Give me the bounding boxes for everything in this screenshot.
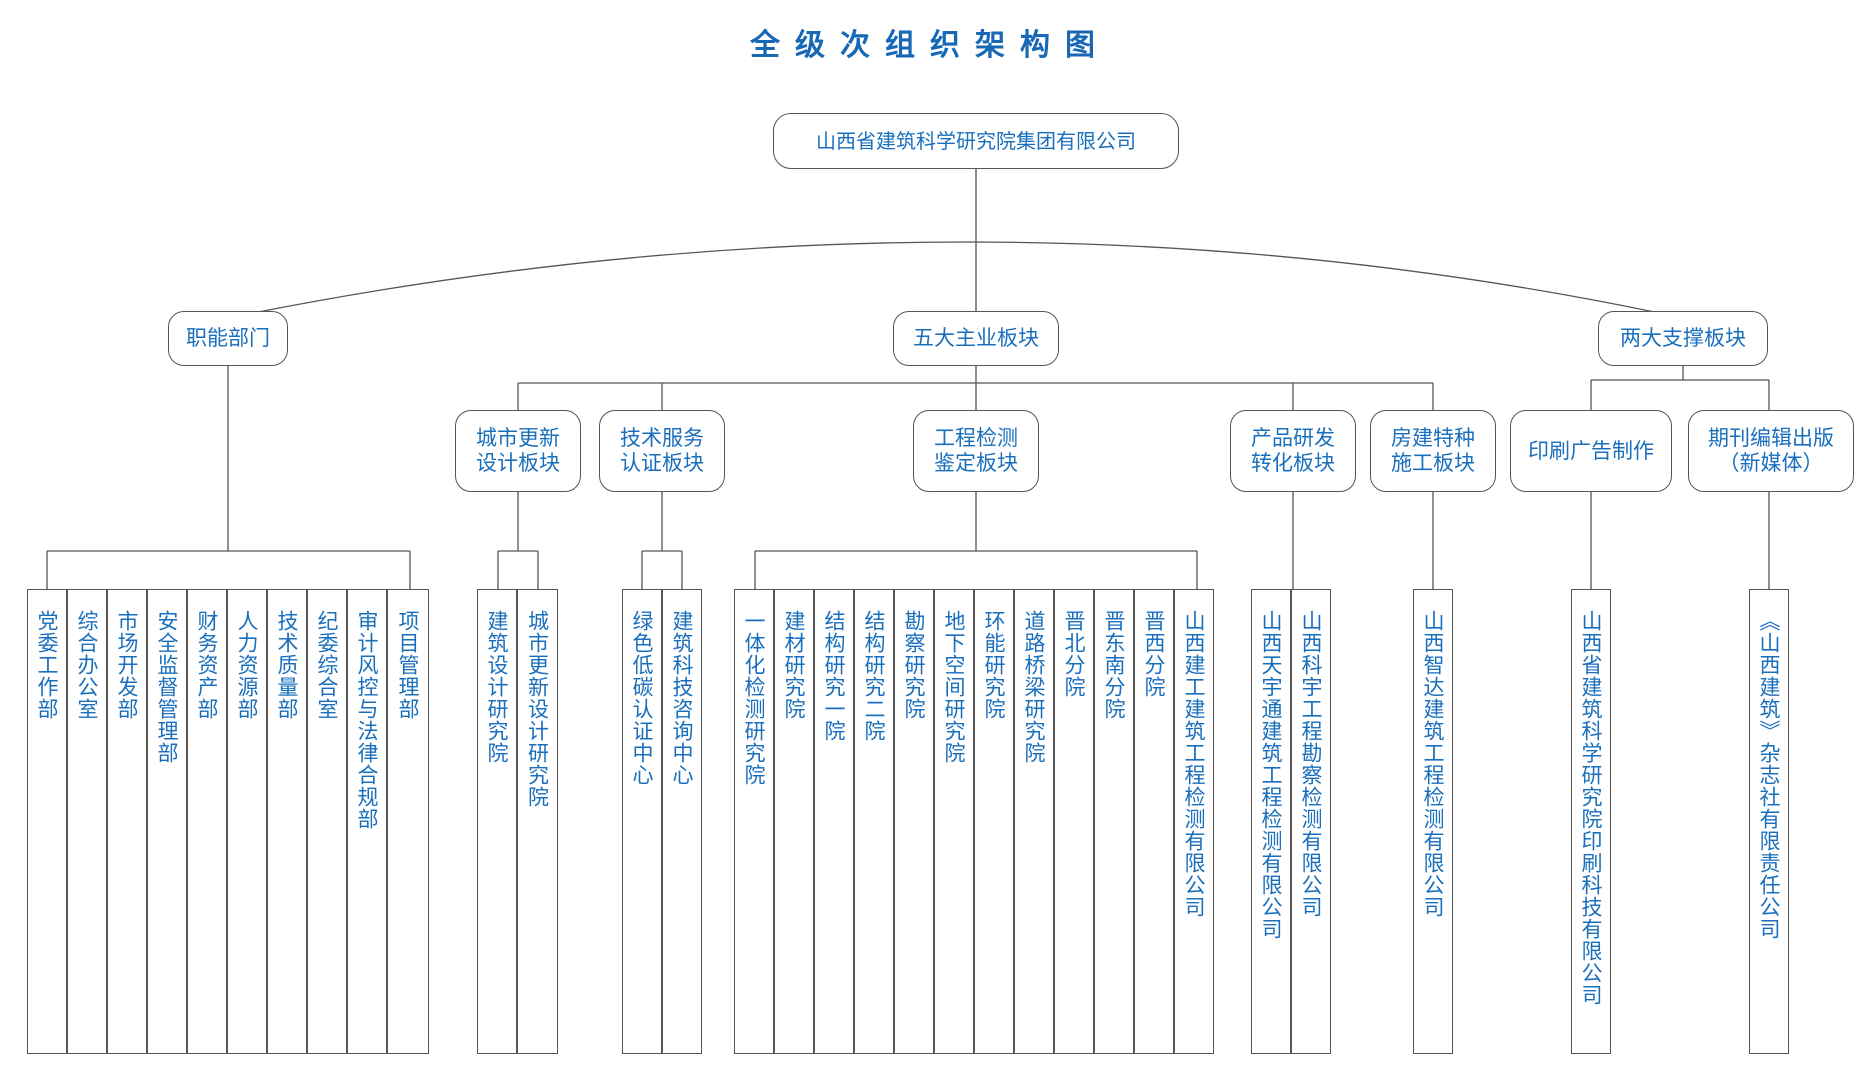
sector-inspect-line1: 工程检测 <box>934 426 1018 450</box>
leaf-journal-0: 《山西建筑》杂志社有限责任公司 <box>1749 589 1789 1054</box>
leaf-functional-0: 党委工作部 <box>27 589 67 1054</box>
leaf-functional-2: 市场开发部 <box>107 589 147 1054</box>
leaf-label: 建材研究院 <box>782 610 806 720</box>
sector-journal-node: 期刊编辑出版 （新媒体） <box>1688 410 1854 492</box>
leaf-functional-1: 综合办公室 <box>67 589 107 1054</box>
leaf-label: 晋西分院 <box>1142 610 1166 698</box>
leaf-functional-3: 安全监督管理部 <box>147 589 187 1054</box>
support-sectors-node: 两大支撑板块 <box>1598 311 1768 366</box>
leaf-tech-1: 建筑科技咨询中心 <box>662 589 702 1054</box>
leaf-inspect-2: 结构研究一院 <box>814 589 854 1054</box>
leaf-label: 地下空间研究院 <box>942 610 966 764</box>
leaf-label: 晋东南分院 <box>1102 610 1126 720</box>
leaf-label: 安全监督管理部 <box>155 610 179 764</box>
leaf-label: 市场开发部 <box>115 610 139 720</box>
leaf-label: 一体化检测研究院 <box>742 610 766 786</box>
leaf-label: 道路桥梁研究院 <box>1022 610 1046 764</box>
sector-journal-line1: 期刊编辑出版 <box>1708 426 1834 450</box>
sector-urban-line2: 设计板块 <box>476 451 560 475</box>
leaf-label: 结构研究一院 <box>822 610 846 742</box>
leaf-functional-8: 审计风控与法律合规部 <box>347 589 387 1054</box>
leaf-urban-0: 建筑设计研究院 <box>477 589 517 1054</box>
sector-print-line1: 印刷广告制作 <box>1528 438 1654 463</box>
leaf-label: 技术质量部 <box>275 610 299 720</box>
leaf-label: 建筑设计研究院 <box>485 610 509 764</box>
sector-inspect-line2: 鉴定板块 <box>934 451 1018 475</box>
main-sectors-node: 五大主业板块 <box>893 311 1059 366</box>
leaf-label: 《山西建筑》杂志社有限责任公司 <box>1757 610 1781 940</box>
sector-inspect-node: 工程检测 鉴定板块 <box>913 410 1039 492</box>
sector-journal-line2: （新媒体） <box>1718 451 1824 475</box>
functional-label: 职能部门 <box>186 326 270 350</box>
page-title: 全级次组织架构图 <box>750 28 1110 63</box>
leaf-housing-0: 山西智达建筑工程检测有限公司 <box>1413 589 1453 1054</box>
leaf-inspect-8: 晋北分院 <box>1054 589 1094 1054</box>
leaf-inspect-11: 山西建工建筑工程检测有限公司 <box>1174 589 1214 1054</box>
root-label: 山西省建筑科学研究院集团有限公司 <box>816 128 1136 153</box>
leaf-label: 纪委综合室 <box>315 610 339 720</box>
leaf-inspect-5: 地下空间研究院 <box>934 589 974 1054</box>
leaf-label: 晋北分院 <box>1062 610 1086 698</box>
leaf-inspect-3: 结构研究二院 <box>854 589 894 1054</box>
leaf-inspect-7: 道路桥梁研究院 <box>1014 589 1054 1054</box>
functional-departments-node: 职能部门 <box>168 311 288 366</box>
leaf-functional-7: 纪委综合室 <box>307 589 347 1054</box>
leaf-label: 绿色低碳认证中心 <box>630 610 654 786</box>
leaf-product-0: 山西天宇通建筑工程检测有限公司 <box>1251 589 1291 1054</box>
root-node: 山西省建筑科学研究院集团有限公司 <box>773 113 1179 169</box>
sector-tech-node: 技术服务 认证板块 <box>599 410 725 492</box>
leaf-functional-4: 财务资产部 <box>187 589 227 1054</box>
leaf-label: 城市更新设计研究院 <box>525 610 550 808</box>
leaf-inspect-9: 晋东南分院 <box>1094 589 1134 1054</box>
leaf-functional-6: 技术质量部 <box>267 589 307 1054</box>
leaf-functional-9: 项目管理部 <box>387 589 429 1054</box>
leaf-print-0: 山西省建筑科学研究院印刷科技有限公司 <box>1571 589 1611 1054</box>
leaf-label: 人力资源部 <box>235 610 259 720</box>
sector-housing-line2: 施工板块 <box>1391 451 1475 475</box>
leaf-label: 建筑科技咨询中心 <box>670 610 694 786</box>
leaf-label: 山西天宇通建筑工程检测有限公司 <box>1259 610 1283 940</box>
leaf-label: 综合办公室 <box>75 610 99 720</box>
sector-tech-line2: 认证板块 <box>620 451 704 475</box>
sector-product-line2: 转化板块 <box>1251 451 1335 475</box>
leaf-label: 结构研究二院 <box>862 610 886 742</box>
sector-urban-node: 城市更新 设计板块 <box>455 410 581 492</box>
leaf-urban-1: 城市更新设计研究院 <box>517 589 558 1054</box>
sector-product-node: 产品研发 转化板块 <box>1230 410 1356 492</box>
leaf-inspect-4: 勘察研究院 <box>894 589 934 1054</box>
leaf-inspect-1: 建材研究院 <box>774 589 814 1054</box>
sector-urban-line1: 城市更新 <box>476 426 560 450</box>
leaf-product-1: 山西科宇工程勘察检测有限公司 <box>1291 589 1331 1054</box>
leaf-label: 山西科宇工程勘察检测有限公司 <box>1299 610 1323 918</box>
leaf-inspect-10: 晋西分院 <box>1134 589 1174 1054</box>
leaf-inspect-0: 一体化检测研究院 <box>734 589 774 1054</box>
sector-housing-line1: 房建特种 <box>1391 426 1475 450</box>
leaf-label: 山西省建筑科学研究院印刷科技有限公司 <box>1579 610 1603 1006</box>
leaf-label: 勘察研究院 <box>902 610 926 720</box>
support-label: 两大支撑板块 <box>1620 326 1746 350</box>
leaf-functional-5: 人力资源部 <box>227 589 267 1054</box>
main-label: 五大主业板块 <box>913 326 1039 350</box>
leaf-inspect-6: 环能研究院 <box>974 589 1014 1054</box>
leaf-label: 党委工作部 <box>35 610 59 720</box>
sector-product-line1: 产品研发 <box>1251 426 1335 450</box>
leaf-label: 山西建工建筑工程检测有限公司 <box>1182 610 1206 918</box>
sector-tech-line1: 技术服务 <box>620 426 704 450</box>
leaf-label: 审计风控与法律合规部 <box>355 610 379 830</box>
leaf-label: 山西智达建筑工程检测有限公司 <box>1421 610 1445 918</box>
sector-housing-node: 房建特种 施工板块 <box>1370 410 1496 492</box>
sector-print-node: 印刷广告制作 <box>1510 410 1672 492</box>
leaf-label: 财务资产部 <box>195 610 219 720</box>
leaf-label: 环能研究院 <box>982 610 1006 720</box>
leaf-tech-0: 绿色低碳认证中心 <box>622 589 662 1054</box>
leaf-label: 项目管理部 <box>396 610 420 720</box>
